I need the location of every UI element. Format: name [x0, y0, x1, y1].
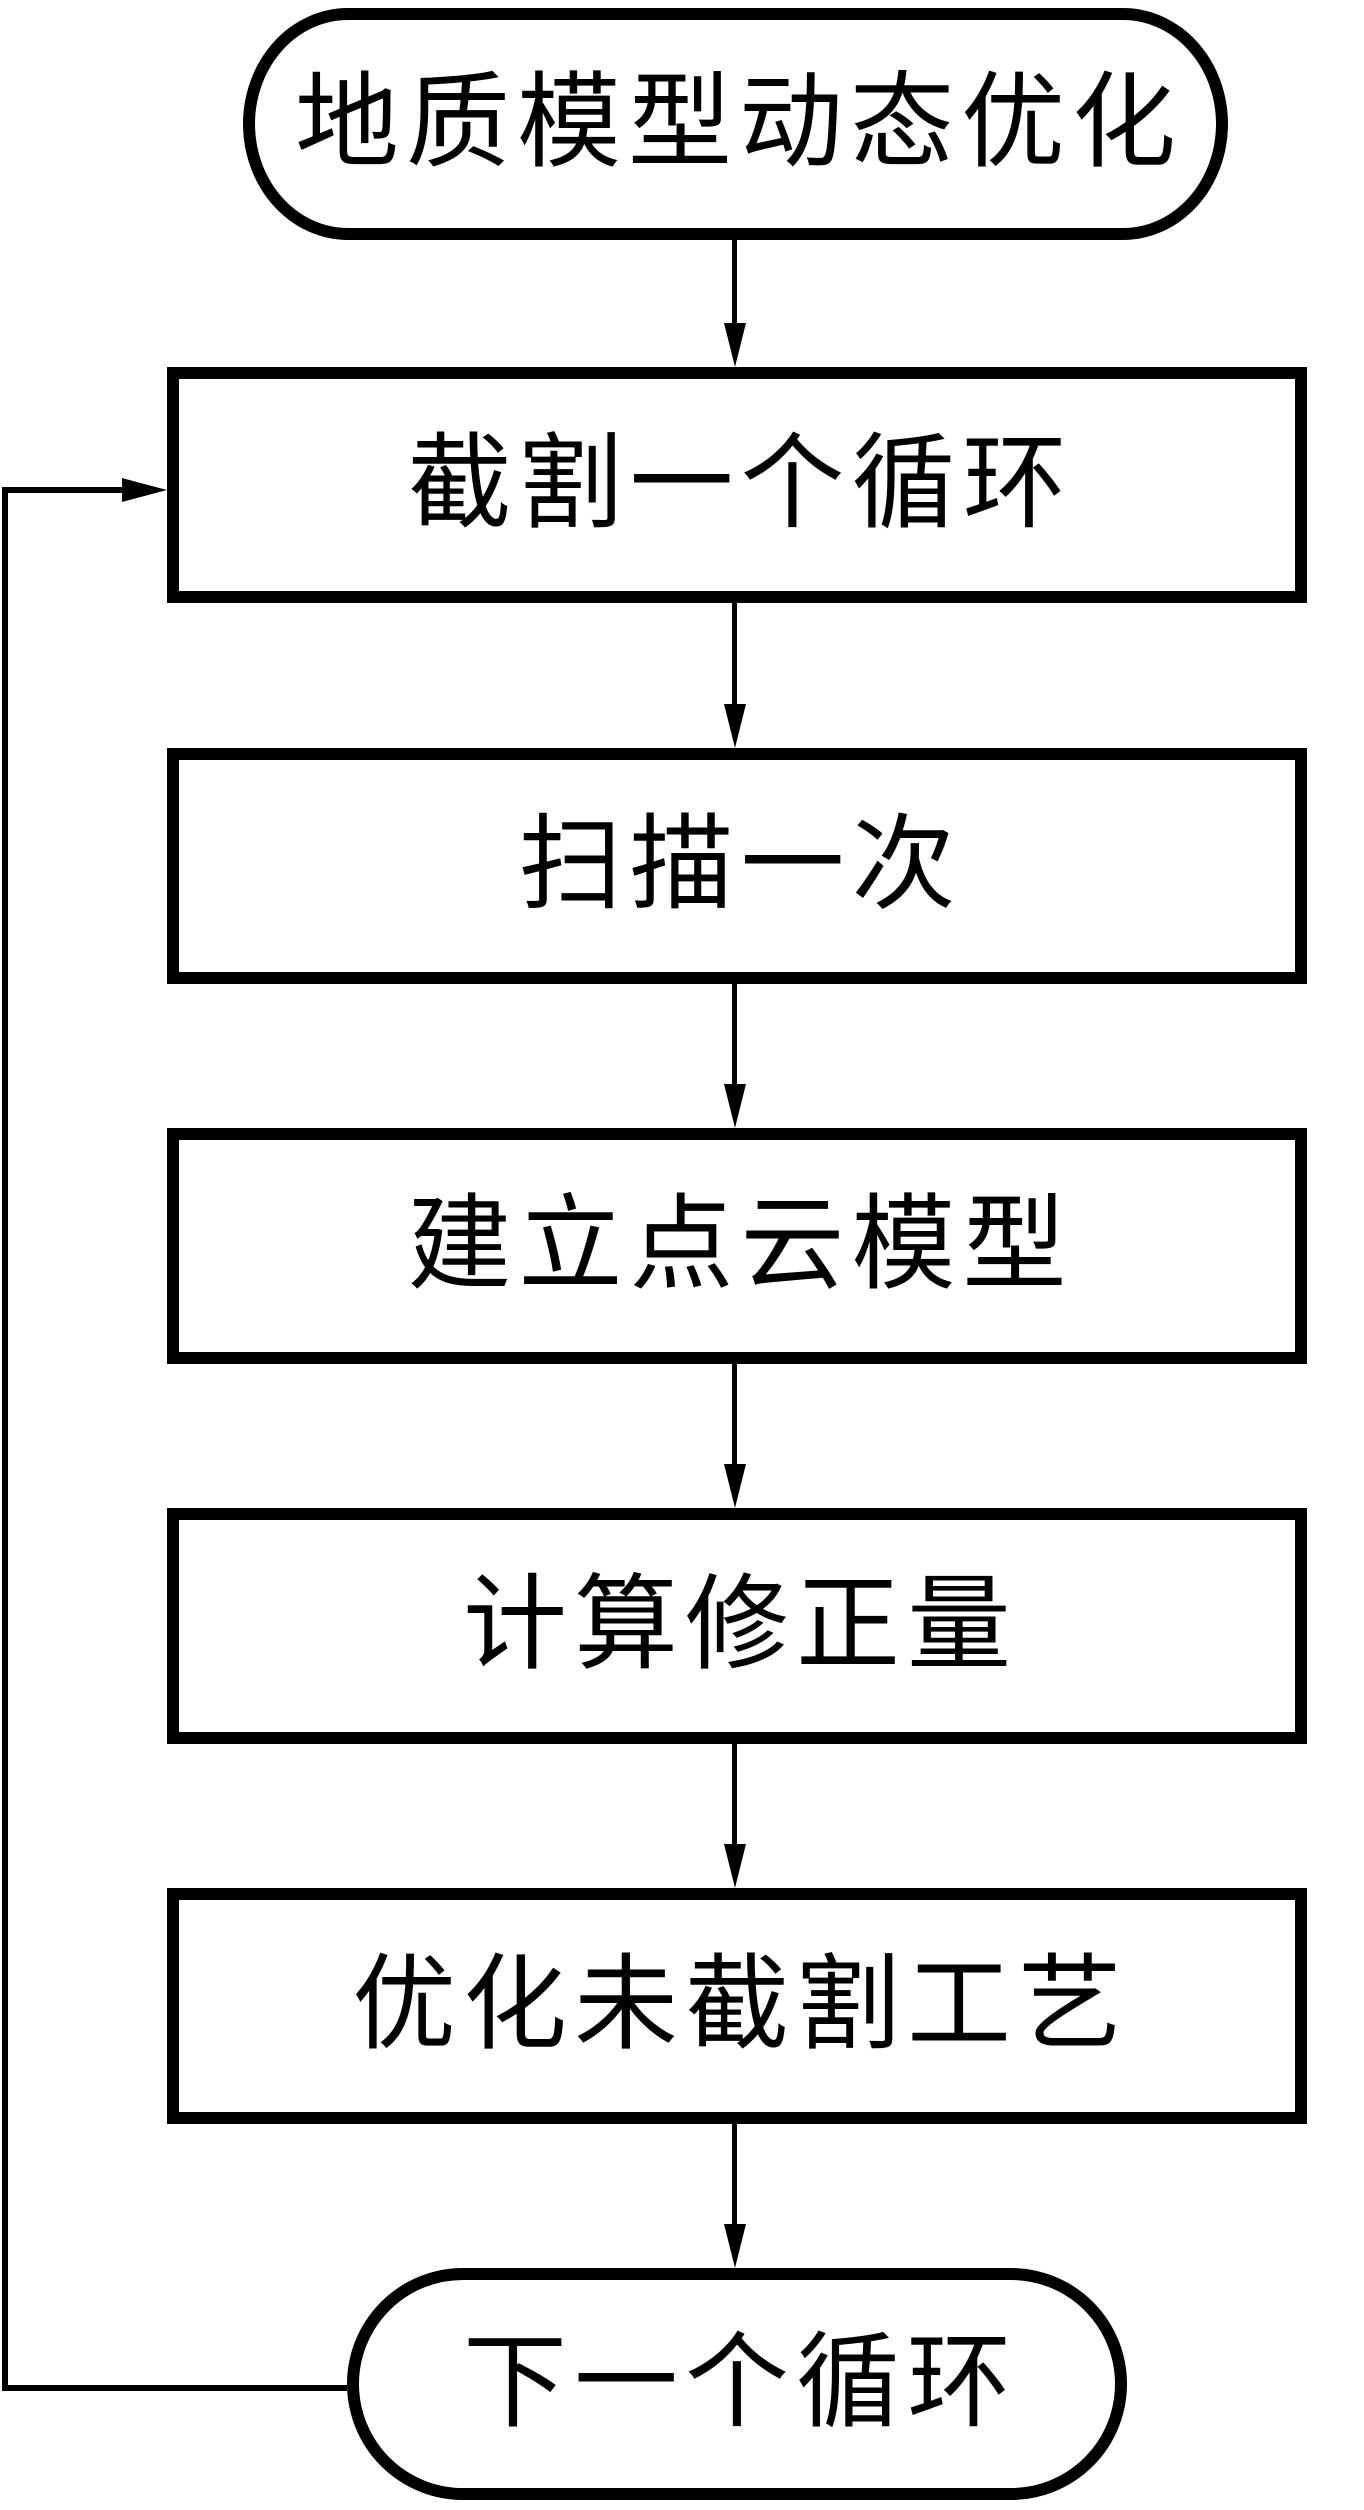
node-start-label: 地质模型动态优化 — [294, 66, 1183, 181]
connector-optimize-to-next — [732, 2121, 737, 2225]
connector-start-to-cut — [732, 236, 737, 324]
loopback-top-segment — [2, 487, 122, 493]
node-scan-once-label: 扫描一次 — [518, 808, 963, 923]
node-optimize: 优化未截割工艺 — [167, 1888, 1307, 2124]
connector-cloud-to-correction — [732, 1361, 737, 1465]
arrow-right-icon — [122, 478, 167, 502]
arrow-down-icon — [724, 704, 746, 748]
node-cut-cycle-label: 截割一个循环 — [407, 427, 1074, 542]
connector-cut-to-scan — [732, 601, 737, 705]
node-optimize-label: 优化未截割工艺 — [351, 1948, 1129, 2063]
connector-correction-to-optimize — [732, 1741, 737, 1845]
arrow-down-icon — [724, 1844, 746, 1888]
node-point-cloud-label: 建立点云模型 — [407, 1188, 1074, 1303]
arrow-down-icon — [724, 2224, 746, 2268]
arrow-down-icon — [724, 1084, 746, 1128]
loopback-bottom-segment — [2, 2385, 347, 2391]
node-start: 地质模型动态优化 — [243, 8, 1228, 240]
node-next-cycle-label: 下一个循环 — [462, 2326, 1018, 2441]
node-cut-cycle: 截割一个循环 — [167, 367, 1307, 603]
arrow-down-icon — [724, 323, 746, 367]
node-scan-once: 扫描一次 — [167, 748, 1307, 984]
connector-scan-to-cloud — [732, 981, 737, 1085]
node-point-cloud: 建立点云模型 — [167, 1128, 1307, 1364]
node-next-cycle: 下一个循环 — [347, 2268, 1127, 2500]
arrow-down-icon — [724, 1464, 746, 1508]
node-correction-label: 计算修正量 — [462, 1568, 1018, 1683]
node-correction: 计算修正量 — [167, 1508, 1307, 1744]
loopback-vertical-segment — [2, 487, 8, 2391]
